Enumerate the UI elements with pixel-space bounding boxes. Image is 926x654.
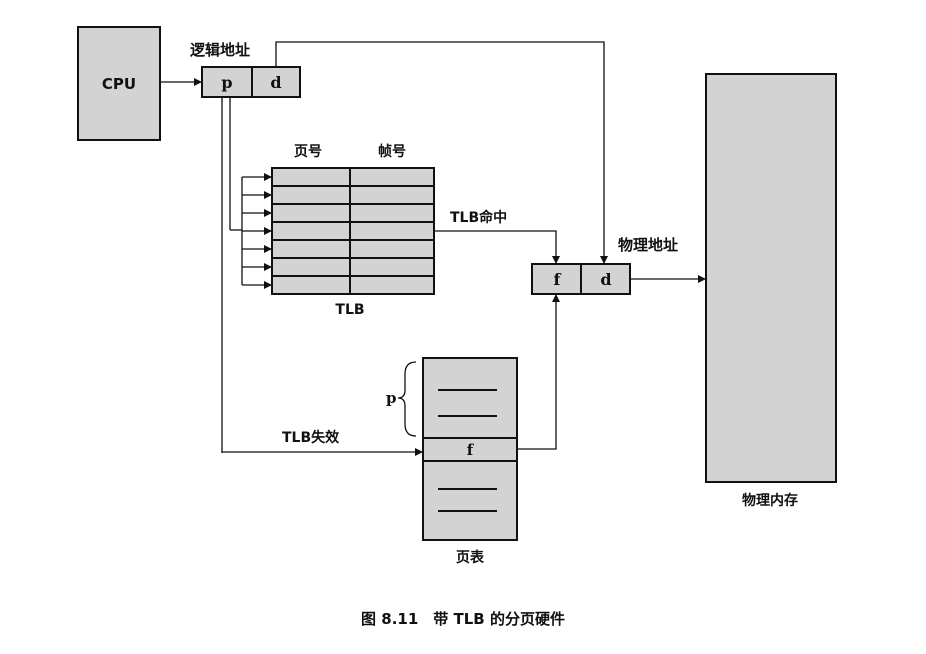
logical-offset-field: d [270,73,281,92]
logical-page-field: p [221,73,232,92]
logical-address-register: p d [201,66,301,98]
offset-arrow [275,41,608,264]
tlb-header-page: 页号 [294,144,322,160]
page-table-entry-label: f [467,441,475,459]
page-table-to-frame-arrow [517,294,560,450]
physical-address-register: f d [531,263,631,295]
physical-frame-field: f [554,270,562,289]
page-table: f [422,357,518,541]
tlb-miss-label: TLB失效 [282,429,340,446]
cpu-label: CPU [102,75,136,93]
page-index-brace [397,361,417,437]
tlb-compare-arrows [242,173,272,289]
cpu-box: CPU [77,26,161,141]
physical-memory-label: 物理内存 [742,492,798,509]
page-table-label: 页表 [456,549,485,566]
physical-memory-box [705,73,837,483]
logical-address-title: 逻辑地址 [190,41,250,59]
tlb-hit-label: TLB命中 [450,209,507,226]
physical-address-title: 物理地址 [618,236,678,254]
tlb-label: TLB [335,302,364,318]
tlb-hit-arrow [434,230,560,264]
figure-caption: 图 8.11 带 TLB 的分页硬件 [361,610,565,628]
page-index-label: p [386,389,397,407]
physical-offset-field: d [600,270,611,289]
tlb-header-frame: 帧号 [378,143,406,160]
tlb-table [271,167,435,295]
